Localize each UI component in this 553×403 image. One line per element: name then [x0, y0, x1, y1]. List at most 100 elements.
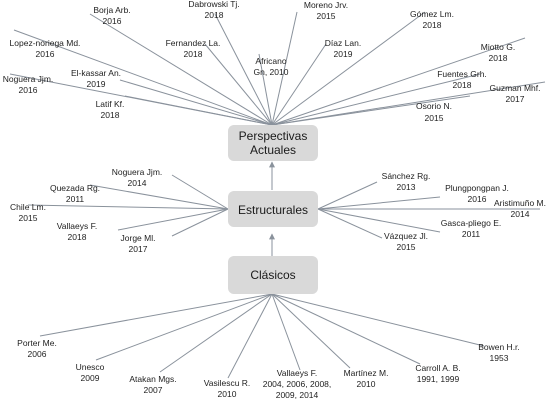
- fan-line: [271, 293, 301, 371]
- fan-line: [317, 181, 378, 210]
- author-name: Latif Kf.: [96, 99, 125, 109]
- fan-line: [271, 73, 481, 126]
- author-name: Vallaeys F.: [57, 221, 97, 231]
- author-name: Lopez-noriega Md.: [10, 38, 81, 48]
- author-year: 2006: [28, 349, 47, 359]
- author-year: 2016: [19, 85, 38, 95]
- author-year: 2018: [453, 80, 472, 90]
- estructurales-labels: Noguera Jjm. 2014 Sánchez Rg. 2013 Queza…: [10, 167, 546, 254]
- author-year: Gn, 2010: [254, 67, 289, 77]
- author-name: Miotto G.: [481, 42, 515, 52]
- author-name: Plungpongpan J.: [445, 183, 509, 193]
- author-year: 2014: [511, 209, 530, 219]
- author-name: Chile Lm.: [10, 202, 46, 212]
- fan-line: [271, 293, 351, 369]
- author-name: Díaz Lan.: [325, 38, 361, 48]
- fan-line: [124, 95, 273, 126]
- author-year: 1991, 1999: [417, 374, 460, 384]
- fan-line: [271, 293, 485, 347]
- fan-line: [39, 293, 273, 337]
- author-name: Vázquez Jl.: [384, 231, 428, 241]
- author-name: Bowen H.r.: [478, 342, 520, 352]
- fan-line: [317, 208, 383, 239]
- stage-perspectivas-line1: Perspectivas: [239, 129, 308, 143]
- author-name: Fuentes Grh.: [437, 69, 487, 79]
- fan-line: [95, 293, 273, 361]
- author-year: 2017: [129, 244, 148, 254]
- author-year: 2019: [334, 49, 353, 59]
- fan-line: [271, 43, 327, 126]
- author-name: Unesco: [76, 362, 105, 372]
- fan-line: [258, 53, 273, 126]
- author-name: Africano: [255, 56, 286, 66]
- author-name: Noguera Jjm.: [112, 167, 163, 177]
- stage-clasicos-label: Clásicos: [250, 268, 295, 282]
- fan-line: [171, 174, 229, 210]
- author-year: 2010: [218, 389, 237, 399]
- fan-line: [317, 208, 441, 233]
- author-name: Aristimuño M.: [494, 198, 546, 208]
- fan-line: [89, 184, 229, 210]
- fan-line: [204, 43, 273, 126]
- author-name: Moreno Jrv.: [304, 0, 348, 10]
- author-name: Guzman Mhf.: [489, 83, 540, 93]
- perspectivas-fan: [9, 11, 546, 126]
- author-name: Atakan Mgs.: [129, 374, 176, 384]
- author-year: 2015: [19, 213, 38, 223]
- stage-estructurales-label: Estructurales: [238, 203, 308, 217]
- fan-line: [214, 13, 273, 126]
- author-year: 2018: [489, 53, 508, 63]
- author-year: 2018: [101, 110, 120, 120]
- author-year: 2016: [36, 49, 55, 59]
- fan-line: [317, 196, 441, 210]
- fan-line: [227, 293, 273, 379]
- author-year: 2015: [317, 11, 336, 21]
- author-year: 2015: [425, 113, 444, 123]
- author-name: Borja Arb.: [93, 5, 130, 15]
- fan-line: [271, 11, 426, 126]
- fan-line: [271, 37, 526, 126]
- author-name: Porter Me.: [17, 338, 57, 348]
- fan-line: [119, 79, 273, 126]
- perspectivas-labels: Borja Arb. 2016 Dabrowski Tj. 2018 Moren…: [3, 0, 541, 123]
- author-year: 2010: [357, 379, 376, 389]
- estructurales-fan: [27, 174, 540, 239]
- author-name: El-kassar An.: [71, 68, 121, 78]
- fan-line: [13, 29, 273, 126]
- author-name: Sánchez Rg.: [382, 171, 431, 181]
- author-name: Carroll A. B.: [415, 363, 460, 373]
- author-name: Noguera Jjm.: [3, 74, 54, 84]
- stage-perspectivas-box: Perspectivas Actuales: [228, 125, 318, 161]
- author-year: 2009: [81, 373, 100, 383]
- author-name: Vasilescu R.: [204, 378, 251, 388]
- author-name: Fernandez La.: [166, 38, 221, 48]
- author-year: 2018: [184, 49, 203, 59]
- author-year: 2011: [462, 229, 481, 239]
- fan-line: [89, 13, 273, 126]
- fan-line: [271, 11, 298, 126]
- author-year: 2004, 2006, 2008,: [263, 379, 332, 389]
- author-year-line2: 2009, 2014: [276, 390, 319, 400]
- author-year: 2017: [506, 94, 525, 104]
- author-year: 2016: [468, 194, 487, 204]
- author-year: 2014: [128, 178, 147, 188]
- clasicos-labels: Porter Me. 2006 Bowen H.r. 1953 Unesco 2…: [17, 338, 520, 400]
- fan-line: [171, 208, 229, 237]
- author-name: Gómez Lm.: [410, 9, 454, 19]
- author-name: Jorge Ml.: [121, 233, 156, 243]
- author-name: Dabrowski Tj.: [188, 0, 239, 9]
- author-year: 1953: [490, 353, 509, 363]
- author-year: 2015: [397, 242, 416, 252]
- fan-line: [271, 293, 421, 365]
- fan-line: [117, 208, 229, 231]
- stage-estructurales-box: Estructurales: [228, 191, 318, 227]
- author-name: Martínez M.: [344, 368, 389, 378]
- stage-perspectivas-line2: Actuales: [250, 143, 296, 157]
- author-name: Vallaeys F.: [277, 368, 317, 378]
- clasicos-fan: [39, 293, 485, 379]
- author-year: 2019: [87, 79, 106, 89]
- author-year: 2013: [397, 182, 416, 192]
- fan-line: [27, 204, 229, 210]
- author-year: 2018: [68, 232, 87, 242]
